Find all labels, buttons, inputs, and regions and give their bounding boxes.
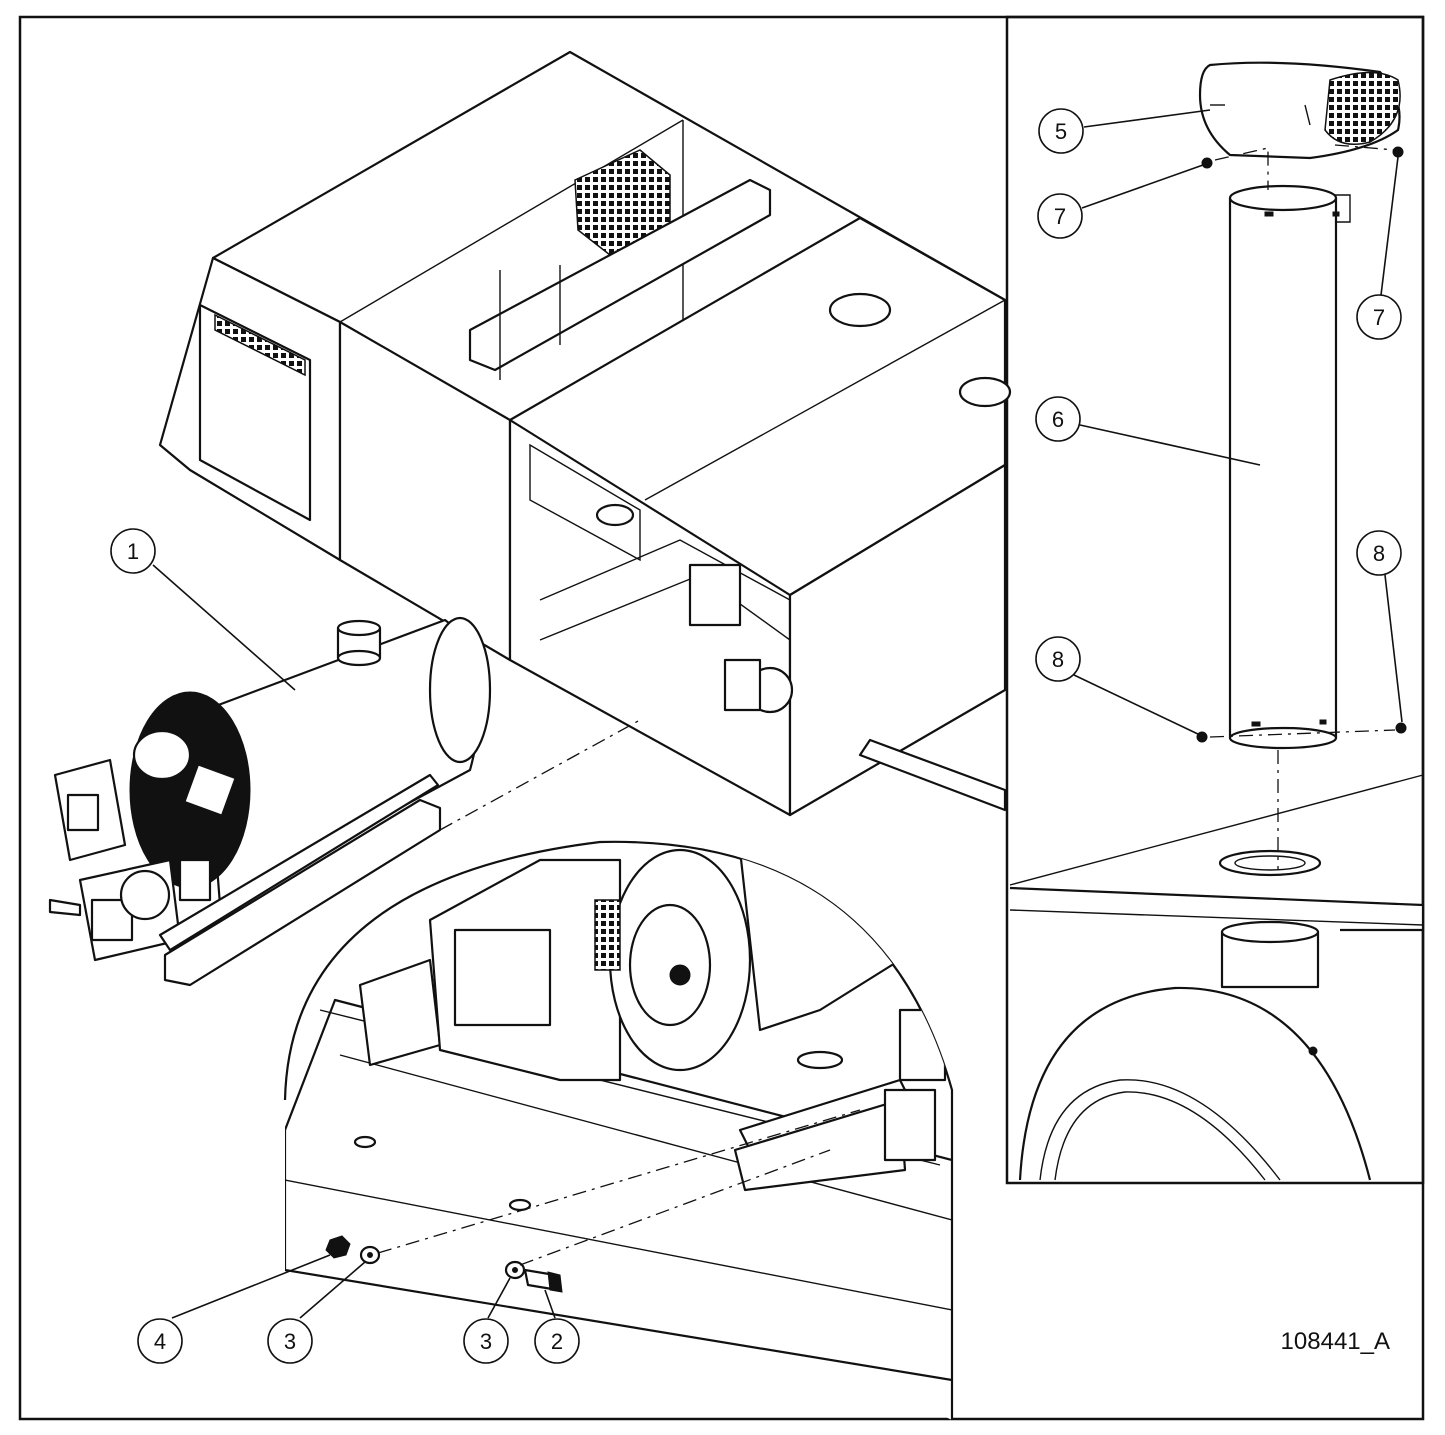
inset-frame xyxy=(1005,15,1425,1185)
assembly-line-hardware-right xyxy=(519,1149,831,1266)
leader-1 xyxy=(152,564,296,691)
callout-8-left: 8 xyxy=(1035,636,1081,682)
leader-5 xyxy=(1083,109,1211,128)
callout-3-right: 3 xyxy=(463,1318,509,1364)
callout-5: 5 xyxy=(1038,108,1084,154)
assembly-line-burner xyxy=(439,719,641,831)
svg-text:6: 6 xyxy=(1052,407,1064,432)
callout-2: 2 xyxy=(534,1318,580,1364)
leader-7a xyxy=(1081,164,1204,209)
callout-4: 4 xyxy=(137,1318,183,1364)
hardware-washer-item-3-left xyxy=(359,1245,381,1265)
svg-text:8: 8 xyxy=(1052,647,1064,672)
svg-text:5: 5 xyxy=(1055,119,1067,144)
hardware-nut-item-4 xyxy=(325,1235,351,1259)
flue-inset-view xyxy=(1009,61,1425,1181)
svg-text:1: 1 xyxy=(127,539,139,564)
assembly-line-pipe-bottom xyxy=(1209,729,1396,738)
callout-7-right: 7 xyxy=(1356,294,1402,340)
leader-7b xyxy=(1380,156,1399,296)
leader-8a xyxy=(1073,674,1201,736)
leader-2 xyxy=(544,1289,556,1319)
main-unit-housing xyxy=(158,50,1012,817)
svg-text:4: 4 xyxy=(154,1329,166,1354)
callout-7-left: 7 xyxy=(1037,193,1083,239)
document-number: 108441_A xyxy=(1281,1328,1390,1355)
svg-text:2: 2 xyxy=(551,1329,563,1354)
leader-8b xyxy=(1384,574,1403,723)
leader-4 xyxy=(171,1254,331,1319)
leader-3a xyxy=(299,1261,366,1319)
detail-view-mounting xyxy=(283,840,954,1420)
callout-3-left: 3 xyxy=(267,1318,313,1364)
svg-text:7: 7 xyxy=(1373,305,1385,330)
callout-1: 1 xyxy=(110,528,156,574)
hardware-bolt-item-2 xyxy=(523,1268,563,1293)
assembly-line-hardware-left xyxy=(377,1109,861,1254)
leader-3b xyxy=(487,1277,511,1319)
callout-8-right: 8 xyxy=(1356,530,1402,576)
pipe-bracket-marker xyxy=(1335,194,1351,223)
svg-text:3: 3 xyxy=(480,1329,492,1354)
leader-6 xyxy=(1079,424,1261,466)
svg-text:8: 8 xyxy=(1373,541,1385,566)
burner-assembly-item-1 xyxy=(48,616,492,987)
svg-text:7: 7 xyxy=(1054,204,1066,229)
assembly-line-cap-right xyxy=(1334,144,1396,151)
callout-6: 6 xyxy=(1035,396,1081,442)
hardware-washer-item-3-right xyxy=(504,1260,526,1280)
svg-text:3: 3 xyxy=(284,1329,296,1354)
